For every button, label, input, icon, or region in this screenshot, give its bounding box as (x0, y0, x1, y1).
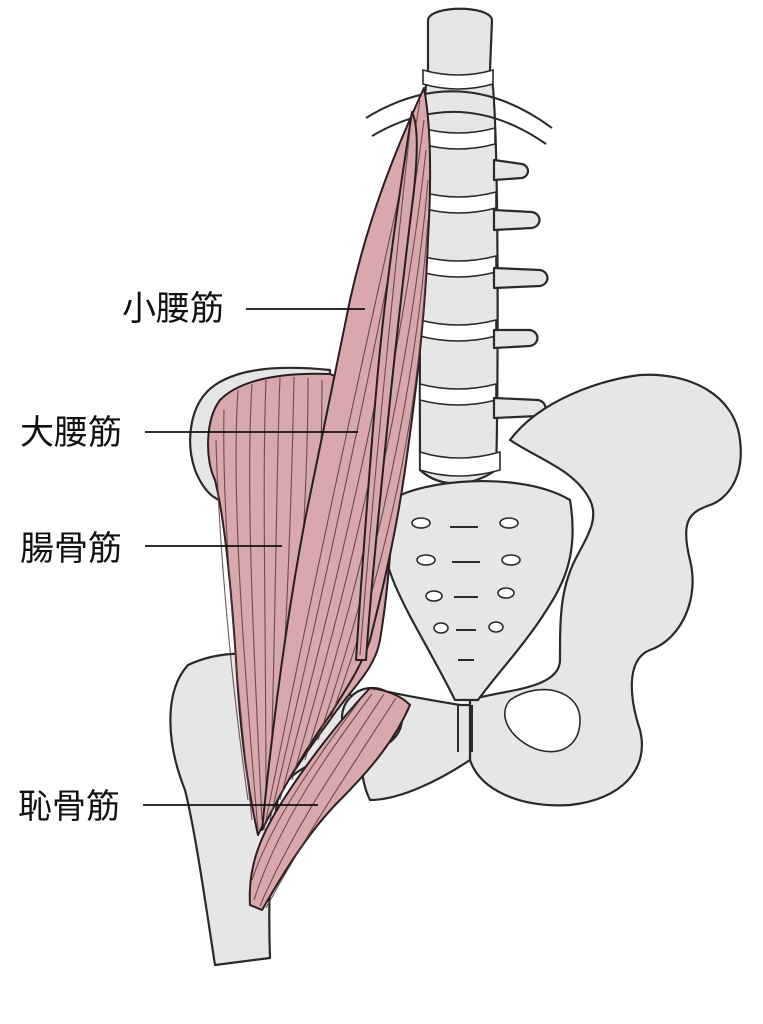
psoas-minor-label: 小腰筋 (122, 289, 224, 329)
label-psoas-major: 大腰筋 (20, 413, 358, 453)
pectineus-muscle (248, 687, 411, 911)
psoas-major-label: 大腰筋 (20, 413, 122, 453)
label-psoas-minor: 小腰筋 (122, 289, 365, 329)
lumbar-spine (365, 7, 553, 485)
label-iliacus: 腸骨筋 (20, 529, 282, 569)
psoas-minor-muscle (355, 111, 418, 661)
label-pectineus: 恥骨筋 (18, 787, 318, 827)
pelvis (360, 373, 742, 807)
iliacus-label: 腸骨筋 (20, 529, 122, 569)
pectineus-label: 恥骨筋 (18, 787, 120, 827)
